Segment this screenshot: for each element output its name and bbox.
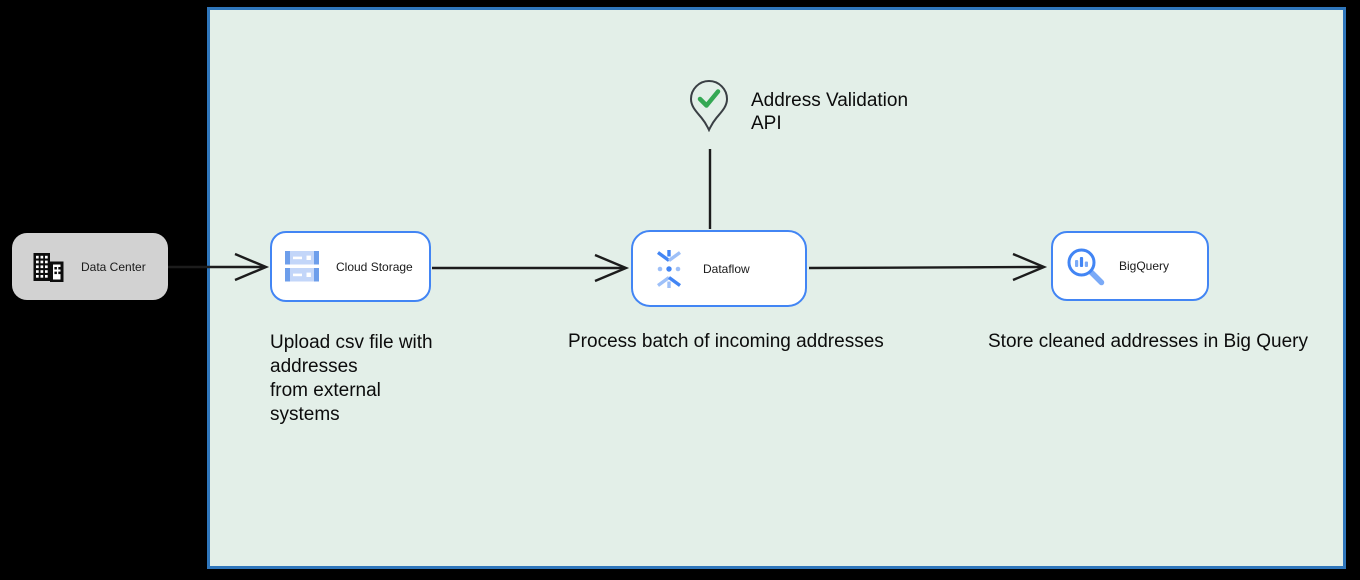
building-icon xyxy=(32,252,64,282)
api-label-line2: API xyxy=(751,113,782,134)
node-label-dataflow: Dataflow xyxy=(703,261,750,276)
caption-dataflow: Process batch of incoming addresses xyxy=(568,331,884,352)
caption-cloud-storage: Upload csv file with addresses from exte… xyxy=(270,331,560,427)
pin-check-icon[interactable] xyxy=(690,80,728,132)
node-label-cloud-storage: Cloud Storage xyxy=(336,259,413,274)
caption-line: from external xyxy=(270,380,381,401)
node-data-center[interactable]: Data Center xyxy=(12,233,168,300)
node-dataflow[interactable]: Dataflow xyxy=(631,230,807,307)
caption-bigquery: Store cleaned addresses in Big Query xyxy=(988,331,1309,352)
bigquery-icon xyxy=(1064,245,1106,287)
api-label-line1: Address Validation xyxy=(751,90,909,111)
caption-line: addresses xyxy=(270,356,358,377)
node-label-data-center: Data Center xyxy=(81,259,146,274)
node-bigquery[interactable]: BigQuery xyxy=(1051,231,1209,301)
cloud-storage-icon xyxy=(285,251,319,282)
dataflow-icon xyxy=(650,248,688,290)
node-cloud-storage[interactable]: Cloud Storage xyxy=(270,231,431,302)
caption-line: Upload csv file with xyxy=(270,332,433,353)
node-label-bigquery: BigQuery xyxy=(1119,259,1170,273)
caption-line: systems xyxy=(270,404,340,425)
api-marker-label: Address Validation API xyxy=(751,89,908,135)
